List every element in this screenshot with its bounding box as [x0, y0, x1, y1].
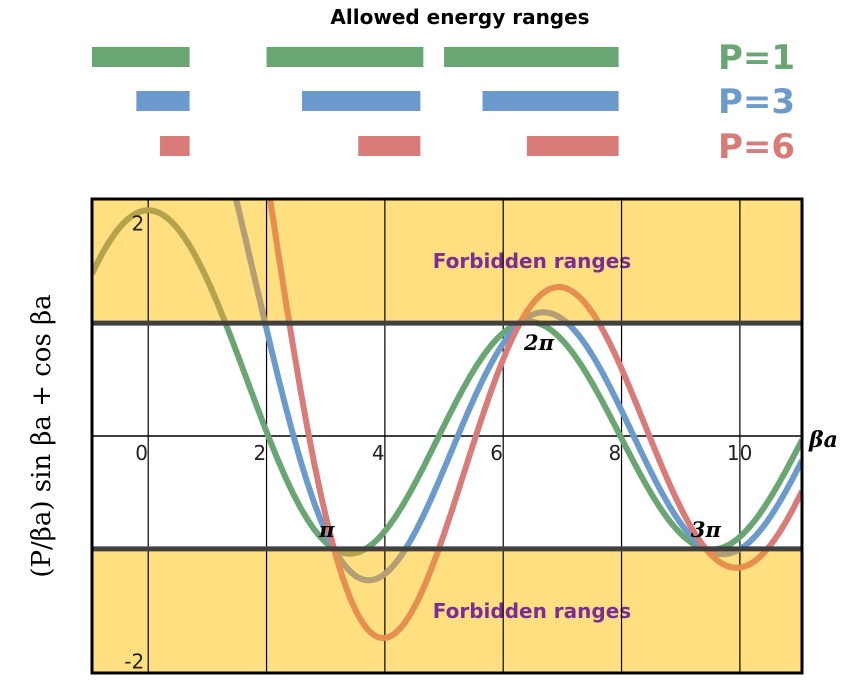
range-bar-p3-1 [302, 91, 421, 111]
forbidden-segment-p3-1 [331, 546, 408, 584]
y-axis-label: (P/βa) sin βa + cos βa [27, 294, 57, 577]
range-bar-p6-0 [160, 136, 190, 156]
forbidden-segment-p6-1 [331, 548, 442, 641]
x-axis-label: βa [808, 427, 838, 453]
range-bar-p3-2 [482, 91, 619, 111]
range-bar-p3-0 [136, 91, 190, 111]
y-tick-label-1: 2 [131, 211, 144, 235]
forbidden-label-bottom: Forbidden ranges [433, 599, 631, 623]
allowed-range-labels: P=1P=3P=6 [718, 38, 795, 167]
range-bar-p1-1 [266, 47, 424, 67]
range-bar-p1-2 [444, 47, 619, 67]
annotation-1: 2π [523, 330, 555, 355]
forbidden-band-top [92, 199, 802, 324]
x-tick-label-0: 0 [135, 441, 148, 465]
chart-title: Allowed energy ranges [330, 5, 589, 29]
y-axis-label-text: (P/βa) sin βa + cos βa [27, 294, 57, 577]
series-line-p3 [232, 199, 802, 584]
range-label-p3: P=3 [718, 82, 795, 122]
x-tick-label-1: 2 [254, 441, 267, 465]
range-bar-p6-1 [358, 136, 421, 156]
range-bar-p1-0 [92, 47, 190, 67]
forbidden-band-bottom [92, 548, 802, 673]
annotation-2: 3π [691, 517, 722, 542]
forbidden-segment-p1-1 [331, 546, 368, 557]
annotation-0: π [318, 517, 335, 542]
plot-frame [90, 197, 804, 675]
x-tick-label-3: 6 [490, 441, 503, 465]
range-label-p6: P=6 [718, 127, 795, 167]
series-line-p6 [267, 199, 802, 641]
annotations: π 2π 3π [318, 330, 721, 542]
forbidden-segment-p3-2 [517, 309, 570, 326]
band-limit-lines [92, 320, 802, 552]
x-tick-label-2: 4 [372, 441, 385, 465]
range-label-p1: P=1 [718, 38, 795, 78]
x-tick-label-5: 10 [727, 441, 752, 465]
allowed-ranges [92, 47, 619, 156]
x-tick-label-4: 8 [609, 441, 622, 465]
tick-labels: 0 2 4 6 8 10 -2 2 [124, 211, 752, 673]
forbidden-label-top: Forbidden ranges [433, 249, 631, 273]
range-bar-p6-2 [526, 136, 619, 156]
y-tick-label-0: -2 [124, 650, 144, 674]
forbidden-segment-p6-2 [517, 284, 602, 326]
forbidden-segment-p6-3 [703, 546, 770, 571]
forbidden-segment-p1-0 [92, 207, 229, 325]
